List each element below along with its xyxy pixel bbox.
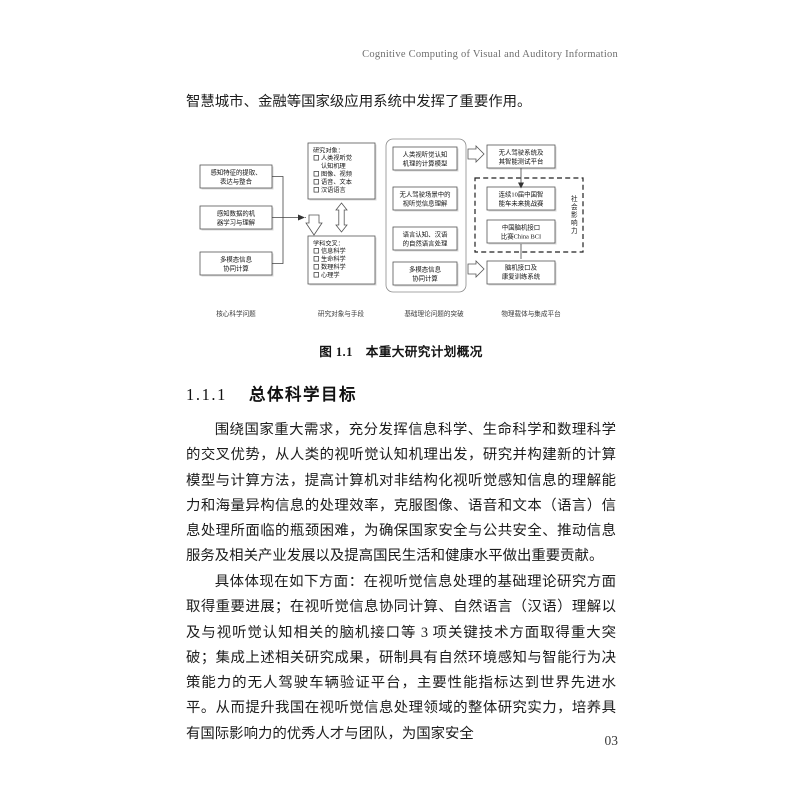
col1-box-2-line2: 器学习与理解 xyxy=(217,218,256,227)
col1-box-1-line1: 感知特征的提取、 xyxy=(210,168,261,177)
col2-box1-item-3: 语音、文本 xyxy=(321,178,352,186)
col2-box1-title: 研究对象： xyxy=(313,147,344,155)
col3-box-3-line2: 的自然语言处理 xyxy=(403,239,448,248)
column-label-2: 研究对象与手段 xyxy=(318,309,365,318)
col3-box-1-line2: 机理的计算模型 xyxy=(403,159,448,168)
col1-box-3-line1: 多模态信息 xyxy=(220,255,253,264)
col4-box-2-line2: 能车未来挑战赛 xyxy=(499,199,544,208)
col4-box-1-line2: 其智能测试平台 xyxy=(499,157,544,166)
col1-box-2-line1: 感知数据的机 xyxy=(217,209,256,218)
right-block-arrow-top xyxy=(467,145,485,163)
col3-box-1-line1: 人类视听觉认知 xyxy=(403,150,448,159)
running-head: Cognitive Computing of Visual and Audito… xyxy=(362,49,618,60)
col2-box1-item-4: 汉语语言 xyxy=(321,186,346,194)
svg-text:会: 会 xyxy=(571,202,578,211)
col3-box-3-line1: 语言认知、汉语 xyxy=(403,230,448,239)
column-label-4: 物理载体与集成平台 xyxy=(501,309,561,318)
lead-paragraph: 智慧城市、金融等国家级应用系统中发挥了重要作用。 xyxy=(186,94,532,110)
col2-box2-item-4: 心理学 xyxy=(321,271,340,279)
paragraph-2-block: 具体体现在如下方面：在视听觉信息处理的基础理论研究方面取得重要进展；在视听觉信息… xyxy=(186,570,616,747)
col2-box2-item-1: 信息科学 xyxy=(321,247,346,255)
page-number: 03 xyxy=(604,733,619,748)
col1-box-3-line2: 协同计算 xyxy=(223,264,249,273)
paragraph-2: 具体体现在如下方面：在视听觉信息处理的基础理论研究方面取得重要进展；在视听觉信息… xyxy=(186,574,616,742)
col2-box2-item-2: 生命科学 xyxy=(321,255,346,263)
social-impact-label: 社 xyxy=(571,194,578,203)
col4-box-4-line2: 康复训练系统 xyxy=(502,272,541,281)
col4-box-3-line1: 中国脑机接口 xyxy=(502,223,540,232)
lead-paragraph-block: 智慧城市、金融等国家级应用系统中发挥了重要作用。 xyxy=(186,90,616,115)
section-heading: 1.1.1 总体科学目标 xyxy=(186,381,357,405)
col3-group: 人类视听觉认知 机理的计算模型 无人驾驶场景中的 视听觉信息理解 语言认知、汉语… xyxy=(305,138,467,293)
figure-caption: 图 1.1 本重大研究计划概况 xyxy=(319,345,483,359)
col4-group: 无人驾驶系统及 其智能测试平台 连续10届中国智 能车未来挑战赛 中国脑机接口 … xyxy=(467,144,584,286)
col4-box-3-line2: 比赛China BCI xyxy=(501,232,541,241)
svg-text:响: 响 xyxy=(571,218,578,227)
paragraph-1-block: 围绕国家重大需求，充分发挥信息科学、生命科学和数理科学的交叉优势，从人类的视听觉… xyxy=(186,418,616,570)
col1-group: 感知特征的提取、 表达与整合 感知数据的机 器学习与理解 多模态信息 协同计算 xyxy=(199,164,305,277)
col3-box-2-line2: 视听觉信息理解 xyxy=(403,199,448,208)
col4-box-1-line1: 无人驾驶系统及 xyxy=(499,148,544,157)
figure-1-1: 感知特征的提取、 表达与整合 感知数据的机 器学习与理解 多模态信息 协同计算 xyxy=(186,133,616,368)
col2-box2-item-3: 数理科学 xyxy=(321,263,346,271)
section-number: 1.1.1 xyxy=(186,385,227,404)
col2-box1-item-1a: 人类视听觉 xyxy=(321,154,352,162)
col1-box-1-line2: 表达与整合 xyxy=(220,177,253,186)
col3-box-4-line2: 协同计算 xyxy=(412,274,438,283)
right-block-arrow-bottom xyxy=(467,260,485,278)
col4-box-4-line1: 脑机接口及 xyxy=(505,263,538,272)
upward-block-arrow xyxy=(305,214,323,236)
paragraph-1: 围绕国家重大需求，充分发挥信息科学、生命科学和数理科学的交叉优势，从人类的视听觉… xyxy=(186,422,616,565)
col3-box-2-line1: 无人驾驶场景中的 xyxy=(399,190,450,199)
col2-box1-item-1b: 认知机理 xyxy=(321,162,346,170)
svg-text:影: 影 xyxy=(571,210,578,219)
svg-text:力: 力 xyxy=(571,226,578,235)
col4-box-2-line1: 连续10届中国智 xyxy=(499,190,544,199)
col2-group: 研究对象： 人类视听觉 认知机理 图像、视频 语音、文本 汉语语言 学科交叉： … xyxy=(307,142,377,286)
column-label-1: 核心科学问题 xyxy=(216,309,256,318)
social-impact-frame xyxy=(474,177,584,253)
column-label-3: 基础理论问题的突破 xyxy=(404,309,464,318)
col3-box-4-line1: 多模态信息 xyxy=(409,265,442,274)
bidirectional-block-arrow-vertical xyxy=(335,202,348,233)
col2-box2-title: 学科交叉： xyxy=(313,240,344,248)
section-title: 总体科学目标 xyxy=(249,385,357,404)
research-plan-diagram: 感知特征的提取、 表达与整合 感知数据的机 器学习与理解 多模态信息 协同计算 xyxy=(199,138,584,318)
col2-box1-item-2: 图像、视频 xyxy=(321,170,352,178)
